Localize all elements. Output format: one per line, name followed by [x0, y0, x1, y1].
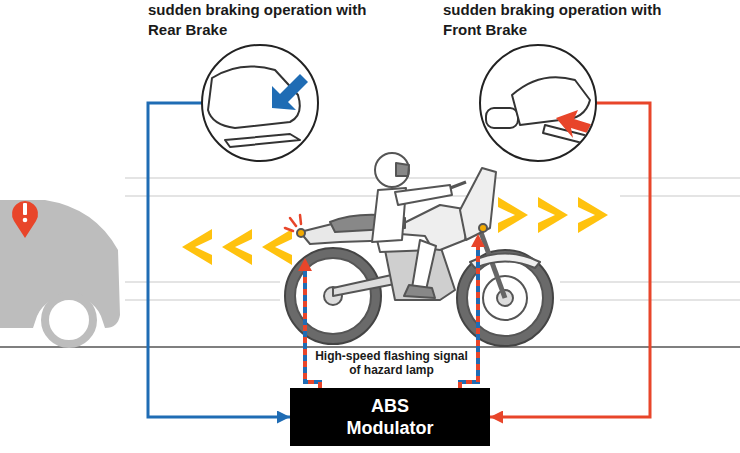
warning-marker	[12, 201, 38, 238]
car	[0, 200, 120, 344]
hazard-flash	[222, 229, 252, 265]
signal-arrowhead	[298, 258, 312, 271]
inset-circle	[202, 45, 318, 161]
motorcycle	[297, 229, 305, 237]
signal-wire	[148, 103, 290, 417]
motorcycle	[460, 168, 496, 240]
node-text: ABS Modulator	[333, 395, 448, 439]
inset-circle	[480, 45, 596, 161]
hazard-flash	[262, 229, 292, 265]
rider	[375, 153, 409, 187]
signal-line	[305, 246, 478, 388]
node-text: sudden braking operation with Rear Brake	[148, 0, 378, 40]
lamp-burst	[285, 228, 293, 231]
rider	[395, 185, 452, 205]
rider	[412, 240, 436, 290]
warning-marker	[12, 201, 38, 238]
hazard-flash	[182, 229, 212, 265]
motorcycle	[285, 168, 553, 346]
front-brake-drawing	[486, 77, 597, 145]
hazard-flash	[498, 197, 528, 233]
warning-marker	[23, 218, 28, 223]
lamp-burst	[300, 215, 301, 224]
warning-marker	[23, 203, 27, 215]
signal-label: High-speed flashing signal of hazard lam…	[314, 349, 469, 377]
brake-inset: sudden braking operation with Front Brak…	[443, 0, 673, 164]
motorcycle	[470, 254, 540, 269]
front-brake-drawing	[556, 110, 597, 138]
hazard-flash	[578, 197, 608, 233]
ground-line	[0, 346, 740, 348]
front-brake-drawing	[486, 108, 518, 128]
rider	[372, 153, 452, 298]
rear-brake-drawing	[225, 134, 300, 147]
motion-streaks	[125, 177, 740, 179]
motorcycle	[479, 224, 487, 232]
front-brake-drawing	[512, 77, 590, 125]
rear-brake-drawing	[272, 74, 308, 110]
lamp-burst	[285, 215, 301, 231]
signal-arrowhead	[298, 234, 485, 271]
hazard-flash	[538, 197, 568, 233]
rider	[404, 285, 435, 298]
modulator-box: ABS Modulator	[290, 388, 490, 446]
motion-streaks	[620, 195, 740, 197]
motion-streaks	[125, 178, 740, 300]
lamp-burst	[290, 218, 296, 226]
node-text: sudden braking operation with Front Brak…	[443, 0, 673, 40]
signal-arrowhead	[471, 234, 485, 247]
car	[45, 296, 93, 344]
signal-wire	[490, 103, 650, 417]
rider	[396, 163, 409, 176]
brake-inset: sudden braking operation with Rear Brake	[148, 0, 378, 164]
rear-brake-drawing	[208, 66, 308, 147]
